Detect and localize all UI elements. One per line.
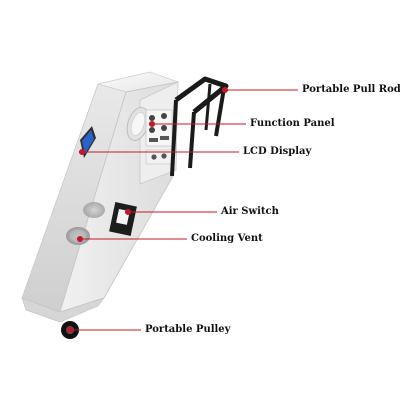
label-portable-pulley: Portable Pulley	[145, 324, 231, 335]
leader-dot-pulley	[66, 326, 74, 334]
cooling-vent	[66, 227, 90, 245]
leader-dot-air-switch	[124, 208, 132, 216]
leader-lines	[66, 86, 298, 334]
label-portable-pull-rod: Portable Pull Rod	[302, 84, 400, 95]
label-air-switch: Air Switch	[221, 206, 279, 217]
function-panel-ports	[145, 109, 173, 165]
side-vent-upper	[83, 202, 105, 218]
unit-body	[21, 71, 180, 323]
leader-dot-cooling-vent	[76, 235, 84, 243]
label-lcd-display: LCD Display	[243, 146, 312, 157]
leader-dot-pull-rod	[221, 86, 229, 94]
pull-rod	[170, 76, 229, 177]
carry-handle-recess	[126, 107, 150, 141]
leader-dot-function-panel	[148, 120, 156, 128]
label-function-panel: Function Panel	[250, 118, 335, 129]
label-cooling-vent: Cooling Vent	[191, 233, 263, 244]
leader-dot-lcd-display	[78, 148, 86, 156]
